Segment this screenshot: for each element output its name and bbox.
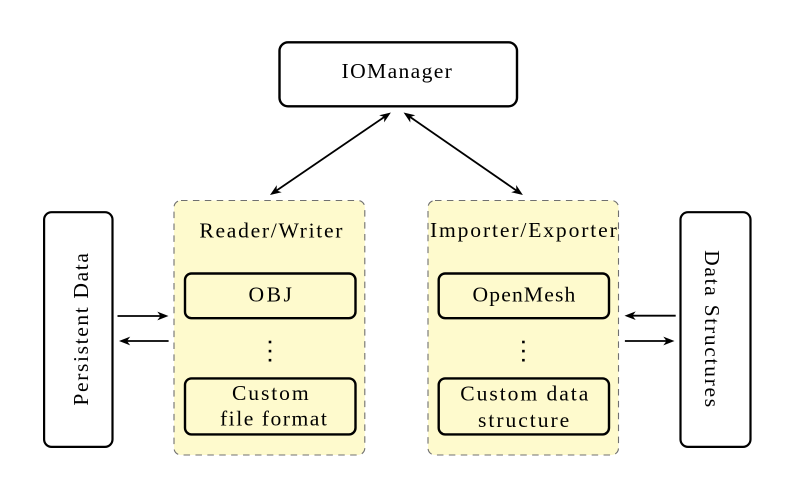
svg-text:file format: file format [220, 407, 328, 431]
svg-text:Importer/Exporter: Importer/Exporter [430, 218, 619, 242]
svg-text:Persistent Data: Persistent Data [69, 251, 93, 405]
svg-text:structure: structure [478, 408, 571, 432]
svg-text:Custom data: Custom data [460, 382, 590, 406]
svg-text:Data Structures: Data Structures [700, 250, 724, 409]
svg-text:OpenMesh: OpenMesh [473, 282, 577, 306]
svg-text:Custom: Custom [232, 381, 311, 405]
svg-text:OBJ: OBJ [249, 283, 295, 307]
svg-text:IOManager: IOManager [342, 59, 454, 83]
svg-text:Reader/Writer: Reader/Writer [199, 219, 344, 243]
